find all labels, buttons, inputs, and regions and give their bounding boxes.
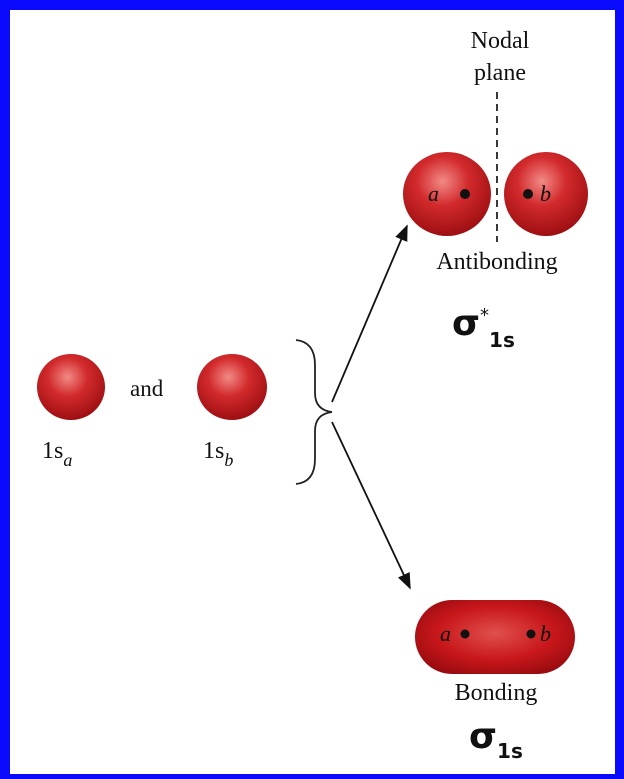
combination-brace <box>295 339 333 485</box>
bonding-nucleus-a-label: a <box>440 621 451 646</box>
antibonding-nucleus-b-label: b <box>540 181 551 206</box>
sigma-star-symbol: σ*1s <box>452 303 515 352</box>
label-1sb: 1sb <box>203 438 233 470</box>
bonding-orbital <box>415 600 575 674</box>
nodal-label-line1: Nodal <box>471 28 530 54</box>
antibonding-lobe-a <box>403 152 491 236</box>
antibonding-nucleus-a <box>460 189 470 199</box>
antibonding-nucleus-b <box>523 189 533 199</box>
nodal-label-line2: plane <box>474 60 526 86</box>
label-and: and <box>130 376 164 401</box>
mo-diagram: and 1sa 1sb Nodal plane a b Antibonding … <box>37 28 588 763</box>
label-1sa: 1sa <box>42 438 72 470</box>
antibonding-lobe-b <box>504 152 588 236</box>
orbital-1sa <box>37 354 105 420</box>
bonding-label: Bonding <box>455 680 538 706</box>
bonding-nucleus-b <box>526 629 536 639</box>
bonding-nucleus-a <box>460 629 470 639</box>
arrow-to-bonding <box>331 421 411 590</box>
diagram-panel: and 1sa 1sb Nodal plane a b Antibonding … <box>10 10 615 774</box>
antibonding-label: Antibonding <box>436 249 557 275</box>
orbital-1sb <box>197 354 267 420</box>
bonding-nucleus-b-label: b <box>540 621 551 646</box>
antibonding-nucleus-a-label: a <box>428 181 439 206</box>
arrow-to-antibonding <box>331 224 408 403</box>
sigma-symbol: σ1s <box>469 716 523 763</box>
